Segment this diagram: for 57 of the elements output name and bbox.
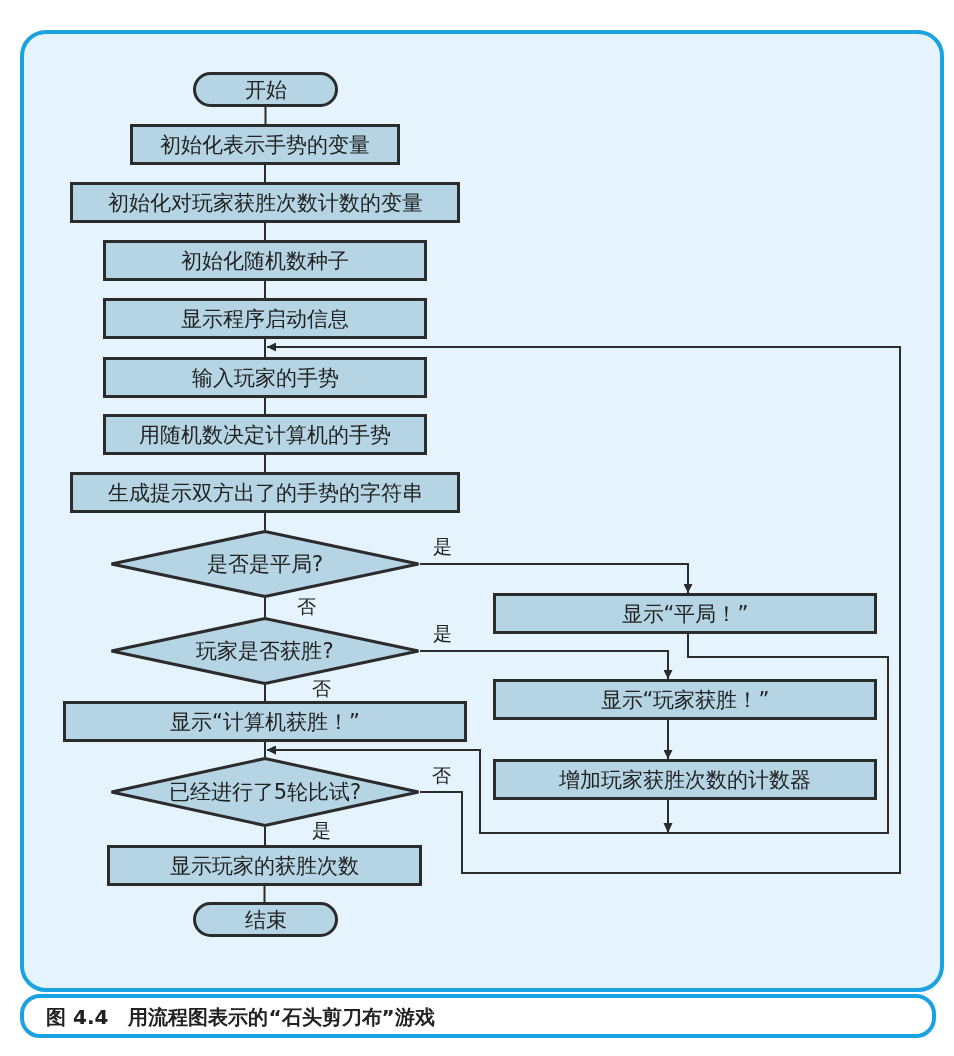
connector-line [264, 684, 266, 702]
node-label: 已经进行了5轮比试? [168, 779, 362, 806]
connector-line [264, 280, 266, 299]
node-label: 显示“玩家获胜！” [600, 686, 770, 714]
node-label: 增加玩家获胜次数的计数器 [559, 766, 811, 794]
connector-line [264, 222, 266, 241]
arrow [266, 342, 901, 874]
arrow [266, 745, 673, 834]
node-label: 是否是平局? [206, 551, 324, 578]
connector-line [264, 597, 266, 618]
connector-line [264, 741, 266, 758]
process-box [493, 593, 877, 634]
node-label: 用随机数决定计算机的手势 [139, 421, 391, 449]
node-label: 显示“平局！” [621, 600, 749, 628]
node-label: 初始化表示手势的变量 [160, 131, 370, 159]
node-label: 初始化对玩家获胜次数计数的变量 [107, 189, 423, 217]
terminal-box [193, 902, 338, 937]
process-box [107, 845, 422, 886]
connector-line [264, 106, 267, 125]
node-label: 结束 [244, 906, 287, 934]
process-box [103, 240, 427, 281]
connector-line [264, 826, 266, 846]
node-label: 显示程序启动信息 [181, 305, 349, 333]
process-box [103, 357, 427, 398]
connector-line [264, 454, 266, 473]
process-box [493, 679, 877, 720]
figure-caption: 图 4.4 用流程图表示的“石头剪刀布”游戏 [46, 1004, 435, 1031]
connector-line [264, 338, 266, 358]
connector-line [264, 512, 266, 531]
process-box [130, 124, 400, 165]
process-box [63, 701, 467, 742]
connector-line [264, 164, 266, 183]
edge-label: 否 [311, 678, 332, 698]
edge-label: 否 [431, 765, 452, 785]
terminal-box [193, 72, 338, 107]
node-label: 显示玩家的获胜次数 [170, 852, 359, 880]
node-label: 玩家是否获胜? [196, 638, 334, 665]
arrow [419, 563, 693, 594]
edge-label: 是 [432, 623, 453, 643]
arrow [663, 719, 673, 760]
process-box [103, 414, 427, 455]
process-box [493, 759, 877, 800]
node-label: 输入玩家的手势 [191, 364, 339, 392]
decision-diamond [110, 530, 420, 598]
node-label: 初始化随机数种子 [181, 247, 349, 275]
process-box [103, 298, 427, 339]
node-label: 显示“计算机获胜！” [170, 708, 360, 736]
node-label: 生成提示双方出了的手势的字符串 [107, 479, 423, 507]
connector-line [264, 397, 266, 415]
arrow [419, 650, 673, 680]
edge-label: 是 [311, 820, 332, 840]
edge-label: 否 [296, 596, 317, 616]
node-label: 开始 [244, 76, 287, 104]
process-box [70, 182, 460, 223]
process-box [70, 472, 460, 513]
edge-label: 是 [432, 536, 453, 556]
connector-line [263, 885, 266, 903]
